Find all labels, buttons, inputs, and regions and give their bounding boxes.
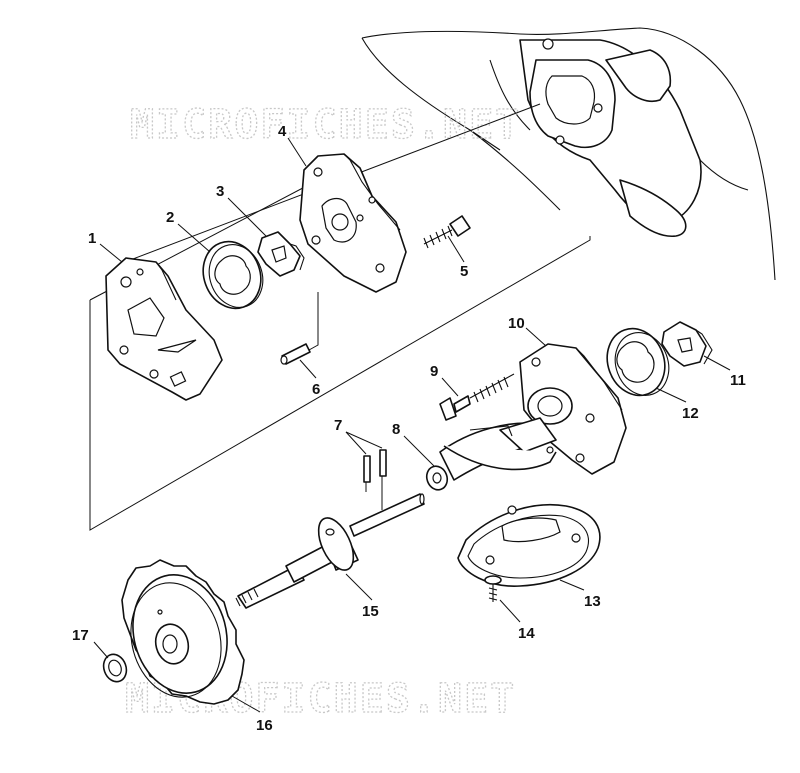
callout-9: 9 <box>430 363 438 380</box>
part-9-long-bolt <box>439 373 515 421</box>
callout-11: 11 <box>730 372 746 389</box>
part-2-outer-rotor <box>202 240 264 310</box>
crankcase-housing <box>361 27 776 281</box>
callout-8: 8 <box>392 421 400 438</box>
callout-17: 17 <box>72 627 89 644</box>
part-6-dowel-pin <box>280 343 311 365</box>
callout-10: 10 <box>508 315 525 332</box>
callout-15: 15 <box>362 603 379 620</box>
callout-1: 1 <box>88 230 96 247</box>
part-15-drive-shaft <box>235 493 425 609</box>
part-5-bolt <box>423 215 471 249</box>
callout-12: 12 <box>682 405 699 422</box>
callout-3: 3 <box>216 183 224 200</box>
part-13-gasket-plate <box>457 504 601 587</box>
part-17-snap-ring <box>102 653 128 683</box>
part-7-pins <box>363 449 387 510</box>
callout-2: 2 <box>166 209 174 226</box>
part-11-inner-rotor <box>661 321 713 367</box>
part-4-pump-cover <box>299 153 407 293</box>
part-12-outer-rotor <box>606 327 670 397</box>
part-10-pump-housing <box>439 343 627 481</box>
callout-4: 4 <box>278 123 287 140</box>
part-8-washer <box>425 465 449 491</box>
part-14-screw <box>484 575 502 602</box>
callout-7: 7 <box>334 417 342 434</box>
callout-6: 6 <box>312 381 320 398</box>
callout-16: 16 <box>256 717 273 734</box>
callout-14: 14 <box>518 625 535 642</box>
watermark-top: MICROFICHES.NET <box>130 102 521 148</box>
part-3-inner-rotor <box>257 231 305 277</box>
callout-5: 5 <box>460 263 468 280</box>
callout-13: 13 <box>584 593 601 610</box>
callout-labels: 1 2 3 4 5 6 7 8 9 10 11 12 13 14 15 16 1… <box>72 123 746 734</box>
part-1-pump-body <box>105 257 223 401</box>
part-16-drive-gear <box>121 559 245 705</box>
leader-lines <box>93 137 731 713</box>
